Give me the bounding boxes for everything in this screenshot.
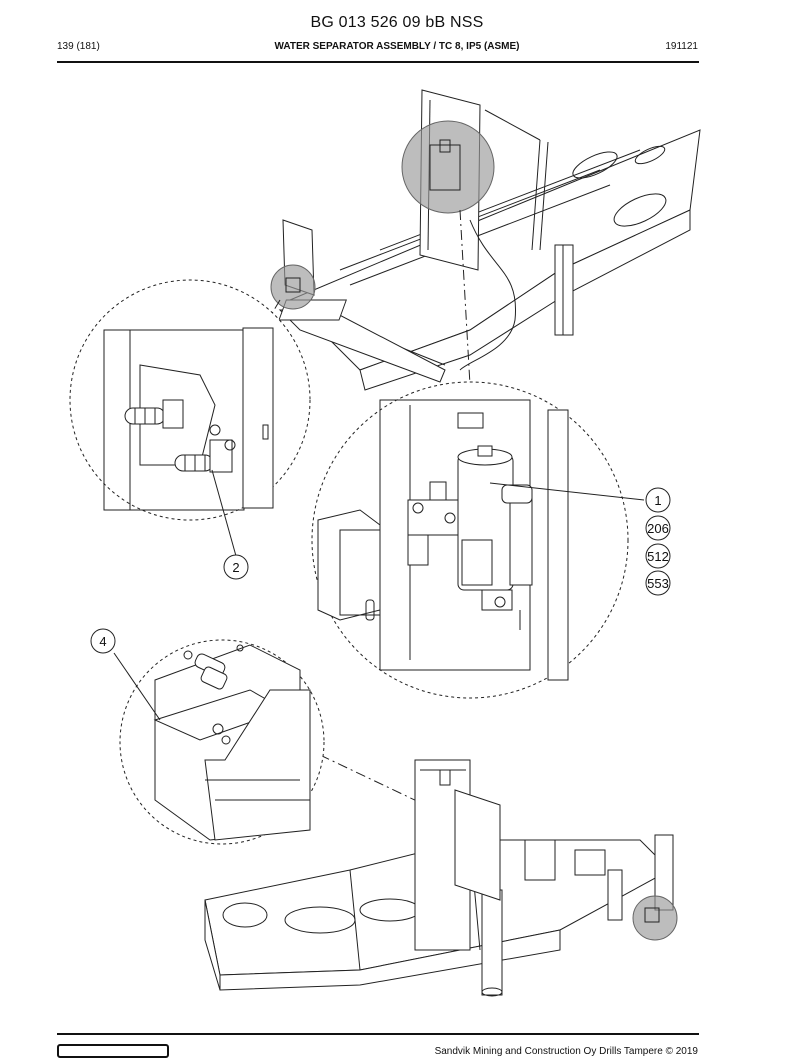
lower-frame-illustration — [204, 759, 678, 997]
callout-label-206: 206 — [647, 521, 669, 536]
detail-view-2 — [69, 279, 311, 557]
callout-label-1: 1 — [654, 493, 661, 508]
page-number: 139 (181) — [57, 41, 100, 52]
header-rule — [57, 61, 699, 63]
revision-date: 191121 — [665, 41, 698, 52]
page-title: WATER SEPARATOR ASSEMBLY / TC 8, IP5 (AS… — [274, 41, 520, 52]
callout-label-2: 2 — [232, 560, 239, 575]
upper-frame-illustration — [270, 89, 701, 391]
document-number: BG 013 526 09 bB NSS — [310, 14, 484, 31]
callout-bubbles — [90, 487, 671, 654]
detail-view-1 — [311, 381, 645, 699]
detail-view-4 — [113, 639, 325, 845]
assembly-drawing: 1 206 512 553 2 4 — [69, 89, 701, 997]
callout-label-553: 553 — [647, 576, 669, 591]
callout-label-4: 4 — [99, 634, 106, 649]
footer-rule — [57, 1033, 699, 1035]
footer-copyright: Sandvik Mining and Construction Oy Drill… — [434, 1046, 698, 1057]
callout-label-512: 512 — [647, 549, 669, 564]
sandvik-logo — [57, 1044, 169, 1058]
